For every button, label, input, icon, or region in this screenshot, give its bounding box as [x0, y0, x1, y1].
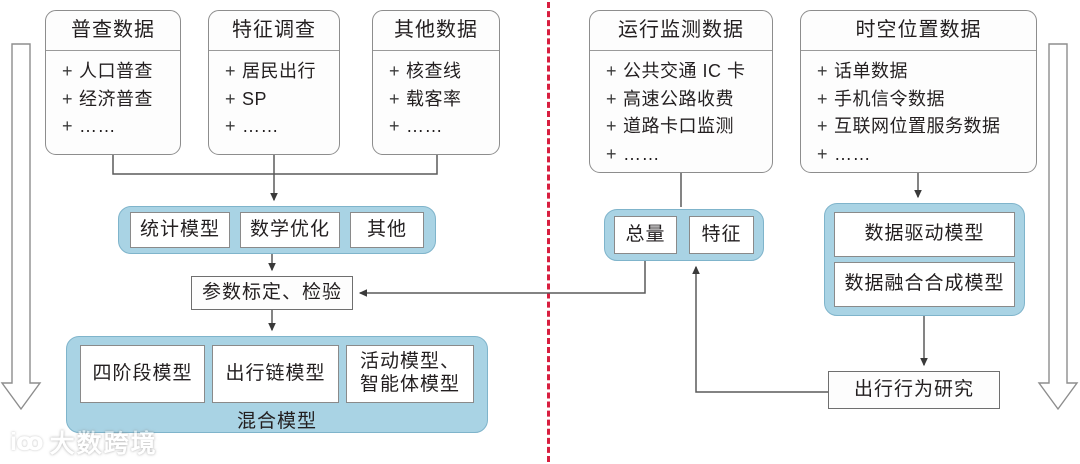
- plus-icon: +: [225, 88, 237, 109]
- plus-icon: +: [606, 143, 618, 164]
- source-card-title: 运行监测数据: [590, 11, 772, 51]
- list-item: +居民出行: [225, 61, 317, 81]
- hybrid-chip-line2: 智能体模型: [359, 374, 460, 395]
- hybrid-model-caption: 混合模型: [236, 411, 317, 432]
- list-item: +……: [389, 116, 444, 136]
- aggregate-chip-total: 总量: [614, 216, 677, 254]
- edge-sources-bus-left: [112, 155, 438, 175]
- list-item: +道路卡口监测: [606, 116, 735, 136]
- source-card-spatiotemporal-location: 时空位置数据 +话单数据 +手机信令数据 +互联网位置服务数据 +……: [800, 10, 1037, 173]
- list-item: +人口普查: [62, 61, 154, 81]
- right-big-down-arrow: [1037, 43, 1079, 411]
- method-chip-other: 其他: [350, 212, 424, 248]
- hybrid-chip-four-step-model: 四阶段模型: [80, 345, 205, 403]
- hybrid-chip-activity-agent-model: 活动模型、 智能体模型: [346, 345, 474, 403]
- list-item: +手机信令数据: [817, 88, 946, 109]
- source-card-census: 普查数据 +人口普查 +经济普查 +……: [45, 10, 181, 155]
- list-item: +话单数据: [817, 61, 909, 81]
- plus-icon: +: [606, 116, 618, 136]
- list-item: +SP: [225, 88, 268, 109]
- edge-outcome-feedback-to-aggregate: [692, 265, 828, 393]
- source-card-title: 特征调查: [209, 11, 339, 51]
- source-card-other-data: 其他数据 +核查线 +载客率 +……: [372, 10, 500, 155]
- source-card-items: +人口普查 +经济普查 +……: [46, 51, 180, 149]
- list-item: +公共交通 IC 卡: [606, 61, 746, 81]
- source-card-items: +居民出行 +SP +……: [209, 51, 339, 149]
- list-item: +……: [606, 143, 661, 164]
- aggregate-chip-feature: 特征: [689, 216, 754, 254]
- list-item: +核查线: [389, 61, 462, 81]
- plus-icon: +: [225, 61, 237, 81]
- plus-icon: +: [817, 143, 829, 164]
- left-big-down-arrow: [0, 43, 42, 411]
- data-model-chip-data-driven: 数据驱动模型: [834, 212, 1015, 257]
- plus-icon: +: [606, 88, 618, 109]
- source-card-title: 时空位置数据: [801, 11, 1036, 51]
- method-chip-math-optimization: 数学优化: [240, 212, 340, 248]
- plus-icon: +: [62, 116, 74, 136]
- plus-icon: +: [606, 61, 618, 81]
- red-dashed-divider: [547, 2, 550, 462]
- hybrid-chip-trip-chain-model: 出行链模型: [212, 345, 339, 403]
- source-card-feature-survey: 特征调查 +居民出行 +SP +……: [208, 10, 340, 155]
- hybrid-chip-line1: 活动模型、: [359, 351, 460, 373]
- watermark-logo-icon: iꝏ: [10, 428, 44, 456]
- plus-icon: +: [389, 61, 401, 81]
- list-item: +……: [225, 116, 280, 136]
- list-item: +经济普查: [62, 88, 154, 109]
- list-item: +……: [817, 143, 872, 164]
- data-model-chip-fusion-synthesis: 数据融合合成模型: [834, 262, 1015, 307]
- list-item: +……: [62, 116, 117, 136]
- calibration-box: 参数标定、检验: [191, 276, 353, 310]
- source-card-items: +话单数据 +手机信令数据 +互联网位置服务数据 +……: [801, 51, 1036, 176]
- plus-icon: +: [389, 116, 401, 136]
- list-item: +互联网位置服务数据: [817, 116, 1001, 136]
- edge-aggregate-to-calibration: [358, 261, 646, 297]
- plus-icon: +: [817, 116, 829, 136]
- plus-icon: +: [817, 61, 829, 81]
- source-card-title: 其他数据: [373, 11, 499, 51]
- plus-icon: +: [817, 88, 829, 109]
- source-card-title: 普查数据: [46, 11, 180, 51]
- list-item: +高速公路收费: [606, 88, 735, 109]
- source-card-items: +公共交通 IC 卡 +高速公路收费 +道路卡口监测 +……: [590, 51, 772, 176]
- method-chip-statistical-model: 统计模型: [130, 212, 230, 248]
- plus-icon: +: [389, 88, 401, 109]
- list-item: +载客率: [389, 88, 462, 109]
- plus-icon: +: [225, 116, 237, 136]
- plus-icon: +: [62, 88, 74, 109]
- source-card-items: +核查线 +载客率 +……: [373, 51, 499, 149]
- plus-icon: +: [62, 61, 74, 81]
- source-card-operation-monitoring: 运行监测数据 +公共交通 IC 卡 +高速公路收费 +道路卡口监测 +……: [589, 10, 773, 173]
- outcome-box-travel-behavior-research: 出行行为研究: [828, 371, 1000, 409]
